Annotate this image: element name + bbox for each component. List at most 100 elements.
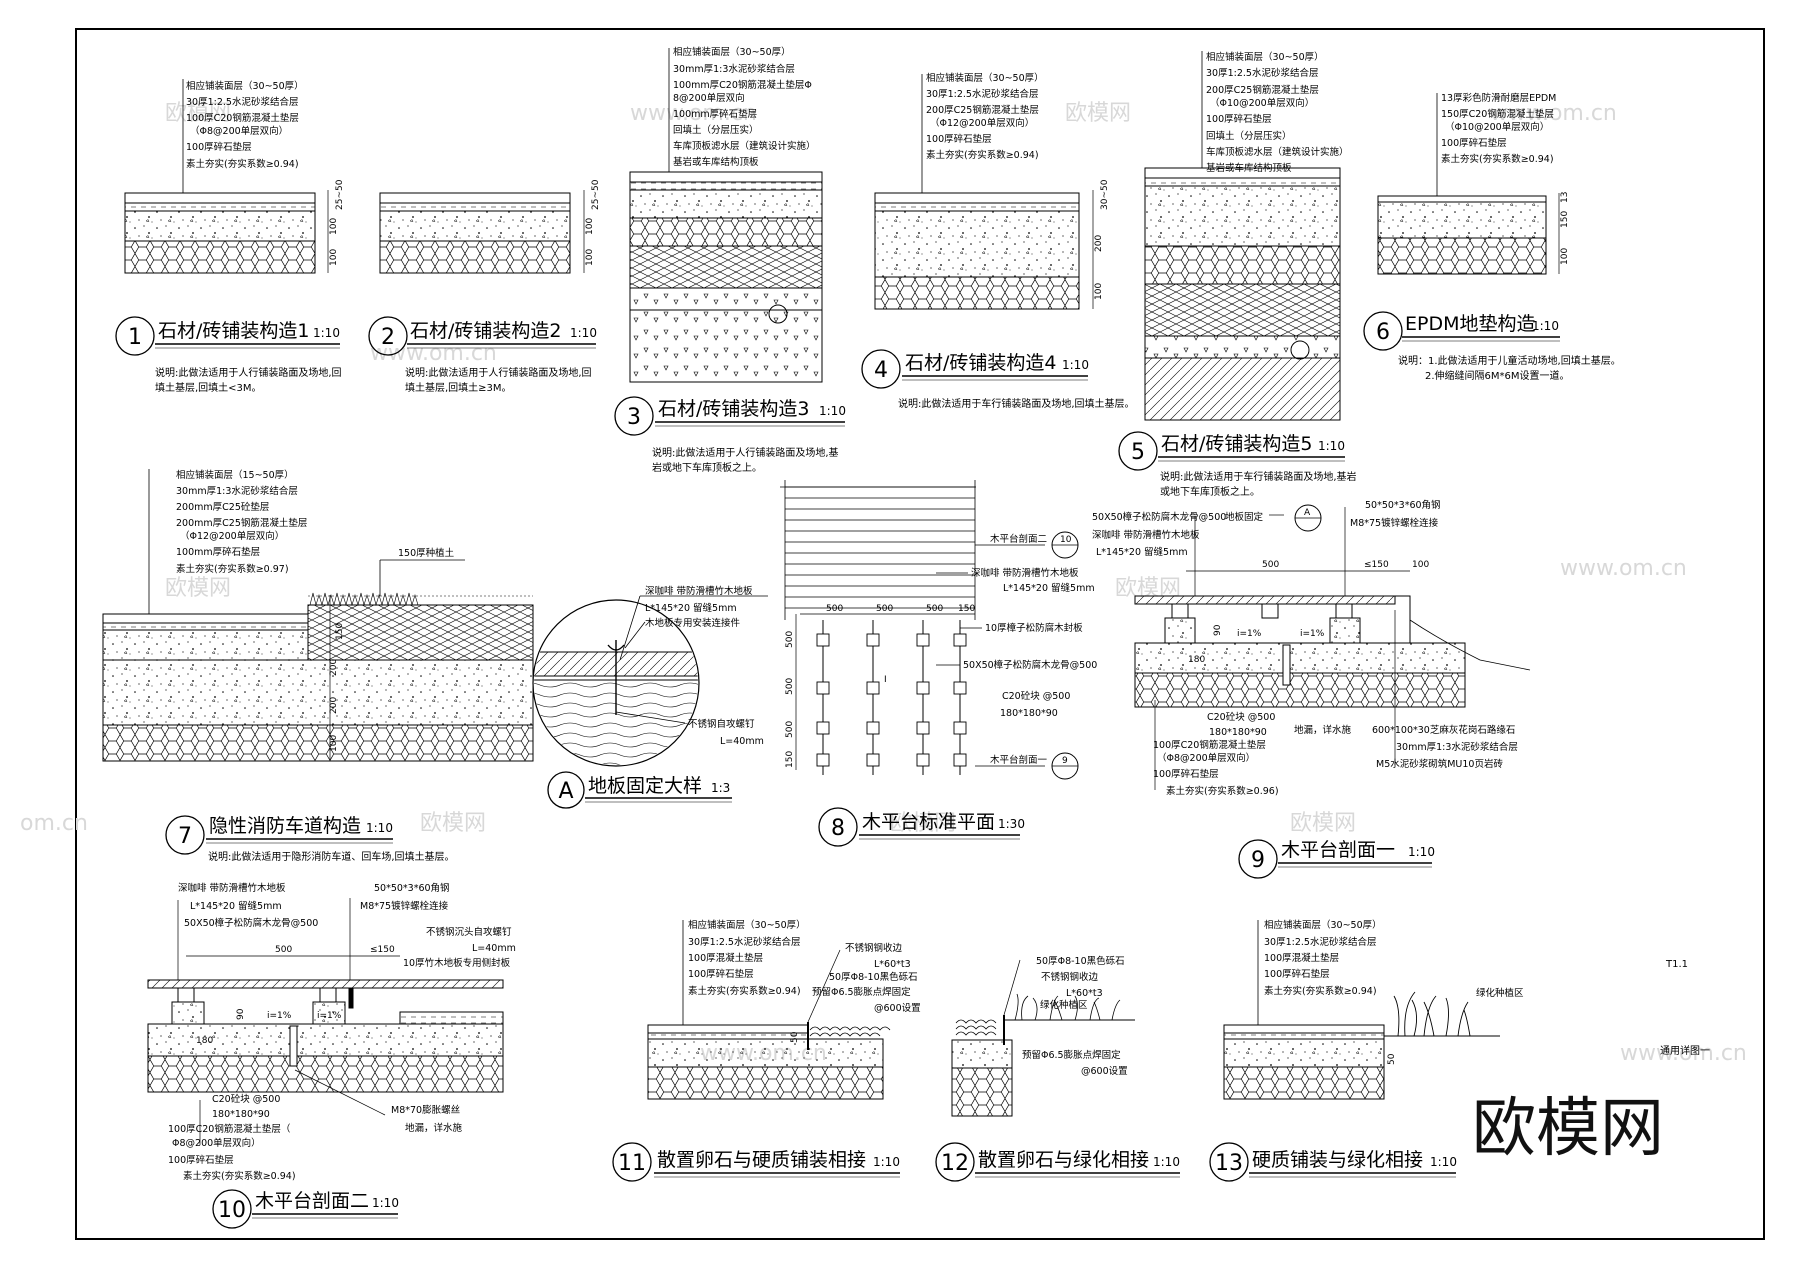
d3-gravel xyxy=(629,217,823,247)
d5-layer-1: 相应铺装面层（30~50厚） xyxy=(1206,51,1324,63)
d11-mortar xyxy=(647,1032,809,1040)
detail-6: 13 150 100 13厚彩色防滑耐磨层EPDM 150厚C20钢筋混凝土垫层… xyxy=(1363,92,1621,382)
d4-layer-4: （Φ12@200单层双向） xyxy=(930,117,1034,129)
d11-scale: 1:10 xyxy=(873,1155,900,1169)
d9-drain xyxy=(1282,644,1291,686)
d10-label-13: 100厚碎石垫层 xyxy=(168,1154,234,1166)
d8-dim-5: 500 xyxy=(785,631,795,648)
d10-dim-4: i=1% xyxy=(317,1011,342,1021)
d11-layer-5: 素土夯实(夯实系数≥0.94) xyxy=(688,985,801,997)
d6-dim-2: 150 xyxy=(1560,211,1570,228)
d13-layer-3: 100厚混凝土垫层 xyxy=(1264,952,1339,964)
d7-number: 7 xyxy=(178,824,192,849)
detail-8: 500 500 500 150 500 500 500 150 I 10 9 木… xyxy=(780,480,1097,847)
d1-note-1: 说明:此做法适用于人行铺装路面及场地,回 xyxy=(155,366,342,379)
d9-scale: 1:10 xyxy=(1408,845,1435,859)
dA-scale: 1:3 xyxy=(711,781,730,795)
d4-number: 4 xyxy=(874,358,888,383)
d11-layer-2: 30厚1:2.5水泥砂浆结合层 xyxy=(688,936,800,948)
d3-layer-1: 相应铺装面层（30~50厚） xyxy=(673,46,791,58)
d10-label-8: 10厚竹木地板专用侧封板 xyxy=(403,957,511,969)
d10-deck xyxy=(147,979,504,989)
d8-ref-9: 9 xyxy=(1062,756,1068,766)
d12-concrete xyxy=(951,1039,1013,1069)
d13-dim-1: 50 xyxy=(1387,1053,1397,1065)
d10-label-14: 素土夯实(夯实系数≥0.94) xyxy=(183,1170,296,1182)
d7-layer-1: 相应铺装面层（15~50厚） xyxy=(176,469,294,481)
d10-label-15: M8*70膨胀螺丝 xyxy=(391,1104,460,1116)
dA-board xyxy=(534,651,698,677)
detail-10: 500 ≤150 i=1% i=1% 90 180 深咖啡 带防滑槽竹木地板 L… xyxy=(147,882,516,1229)
d10-label-1: 深咖啡 带防滑槽竹木地板 xyxy=(178,882,286,894)
d5-layer-7: 车库顶板滤水层（建筑设计实施） xyxy=(1206,146,1349,158)
watermark-text: 欧模网 xyxy=(165,101,231,126)
d8-dim-4: 150 xyxy=(958,604,975,614)
d5-mortar xyxy=(1144,177,1341,187)
d3-number: 3 xyxy=(627,405,641,430)
d1-title: 石材/砖铺装构造1 xyxy=(158,320,310,342)
d6-epdm xyxy=(1377,195,1547,203)
d12-label-leader xyxy=(1003,959,1021,1016)
d7-scale: 1:10 xyxy=(366,821,393,835)
d2-note-1: 说明:此做法适用于人行铺装路面及场地,回 xyxy=(405,366,592,379)
d8-concrete-block xyxy=(916,721,930,735)
d1-number-circle xyxy=(115,316,155,356)
d5-slab xyxy=(1144,357,1341,421)
d11-dim-1: 50 xyxy=(790,1031,800,1043)
d5-layer-8: 基岩或车库结构顶板 xyxy=(1206,162,1292,174)
d9-label-7: C20砼块 @500 xyxy=(1207,711,1275,723)
d10-dim-3: i=1% xyxy=(267,1011,292,1021)
d9-dim-2: ≤150 xyxy=(1364,560,1389,570)
d8-concrete-block xyxy=(866,633,880,647)
d5-layer-4: （Φ10@200单层双向） xyxy=(1210,97,1314,109)
d4-scale: 1:10 xyxy=(1062,358,1089,372)
d12-label-2: 不锈钢钢收边 xyxy=(1041,971,1099,983)
d10-label-10: 180*180*90 xyxy=(212,1109,270,1120)
d9-label-4: 地板固定 xyxy=(1225,511,1264,523)
d4-note-1: 说明:此做法适用于车行铺装路面及场地,回填土基层。 xyxy=(898,397,1135,410)
d11-label-2: L*60*t3 xyxy=(874,959,911,970)
d3-layer-5: 100mm厚碎石垫层 xyxy=(673,108,757,120)
d5-title: 石材/砖铺装构造5 xyxy=(1161,433,1313,455)
d8-concrete-block xyxy=(866,681,880,695)
d10-number: 10 xyxy=(218,1198,246,1223)
d4-layer-2: 30厚1:2.5水泥砂浆结合层 xyxy=(926,88,1038,100)
d9-label-6: M8*75镀锌螺栓连接 xyxy=(1350,517,1439,529)
d7-layer-3: 200mm厚C25砼垫层 xyxy=(176,501,269,513)
d4-dim-3: 100 xyxy=(1094,283,1104,300)
d8-dim-7: 500 xyxy=(785,721,795,738)
d12-label-3: L*60*t3 xyxy=(1066,988,1103,999)
d11-label-leader xyxy=(807,949,841,1023)
d9-label-11: 100厚碎石垫层 xyxy=(1153,768,1219,780)
d4-concrete xyxy=(874,210,1080,278)
d8-concrete-block xyxy=(953,681,967,695)
d8-label-7: 180*180*90 xyxy=(1000,708,1058,719)
d5-backfill xyxy=(1144,283,1341,337)
d3-note-1: 说明:此做法适用于人行铺装路面及场地,基 xyxy=(652,446,839,459)
d7-layer-4: 200mm厚C25钢筋混凝土垫层 xyxy=(176,517,307,529)
detail-7: 150厚种植土 150 200 200 100 相应铺装面层（15~50厚） 3… xyxy=(102,469,534,863)
d5-concrete xyxy=(1144,185,1341,247)
d13-concrete xyxy=(1223,1038,1385,1068)
d9-ref: A xyxy=(1304,508,1311,518)
watermark-text: 欧模网 xyxy=(165,576,231,601)
d9-label-12: 素土夯实(夯实系数≥0.96) xyxy=(1166,785,1279,797)
d7-dim-3: 200 xyxy=(329,697,339,714)
dA-title: 地板固定大样 xyxy=(588,775,702,797)
d2-paving xyxy=(379,192,571,204)
d1-layer-5: 100厚碎石垫层 xyxy=(186,141,252,153)
d1-number: 1 xyxy=(128,325,142,350)
d4-mortar xyxy=(874,202,1080,212)
watermark-text: www.om.cn xyxy=(1620,1041,1747,1066)
watermark-text: 欧模网 xyxy=(420,811,486,836)
d8-concrete-block xyxy=(866,721,880,735)
d8-deck-boards xyxy=(784,480,976,620)
d1-layer-1: 相应铺装面层（30~50厚） xyxy=(186,80,304,92)
detail-A: 深咖啡 带防滑槽竹木地板 L*145*20 留缝5mm 木地板专用安装连接件 不… xyxy=(532,585,768,809)
d9-dim-3: 100 xyxy=(1412,560,1429,570)
d6-layer-1: 13厚彩色防滑耐磨层EPDM xyxy=(1441,92,1556,104)
detail-9: 500 ≤150 100 i=1% i=1% 90 180 A 50X50樟子松… xyxy=(1092,499,1531,879)
d13-label-1: 绿化种植区 xyxy=(1476,987,1524,999)
d9-label-8: 180*180*90 xyxy=(1209,727,1267,738)
d7-layer-2: 30mm厚1:3水泥砂浆结合层 xyxy=(176,485,298,497)
